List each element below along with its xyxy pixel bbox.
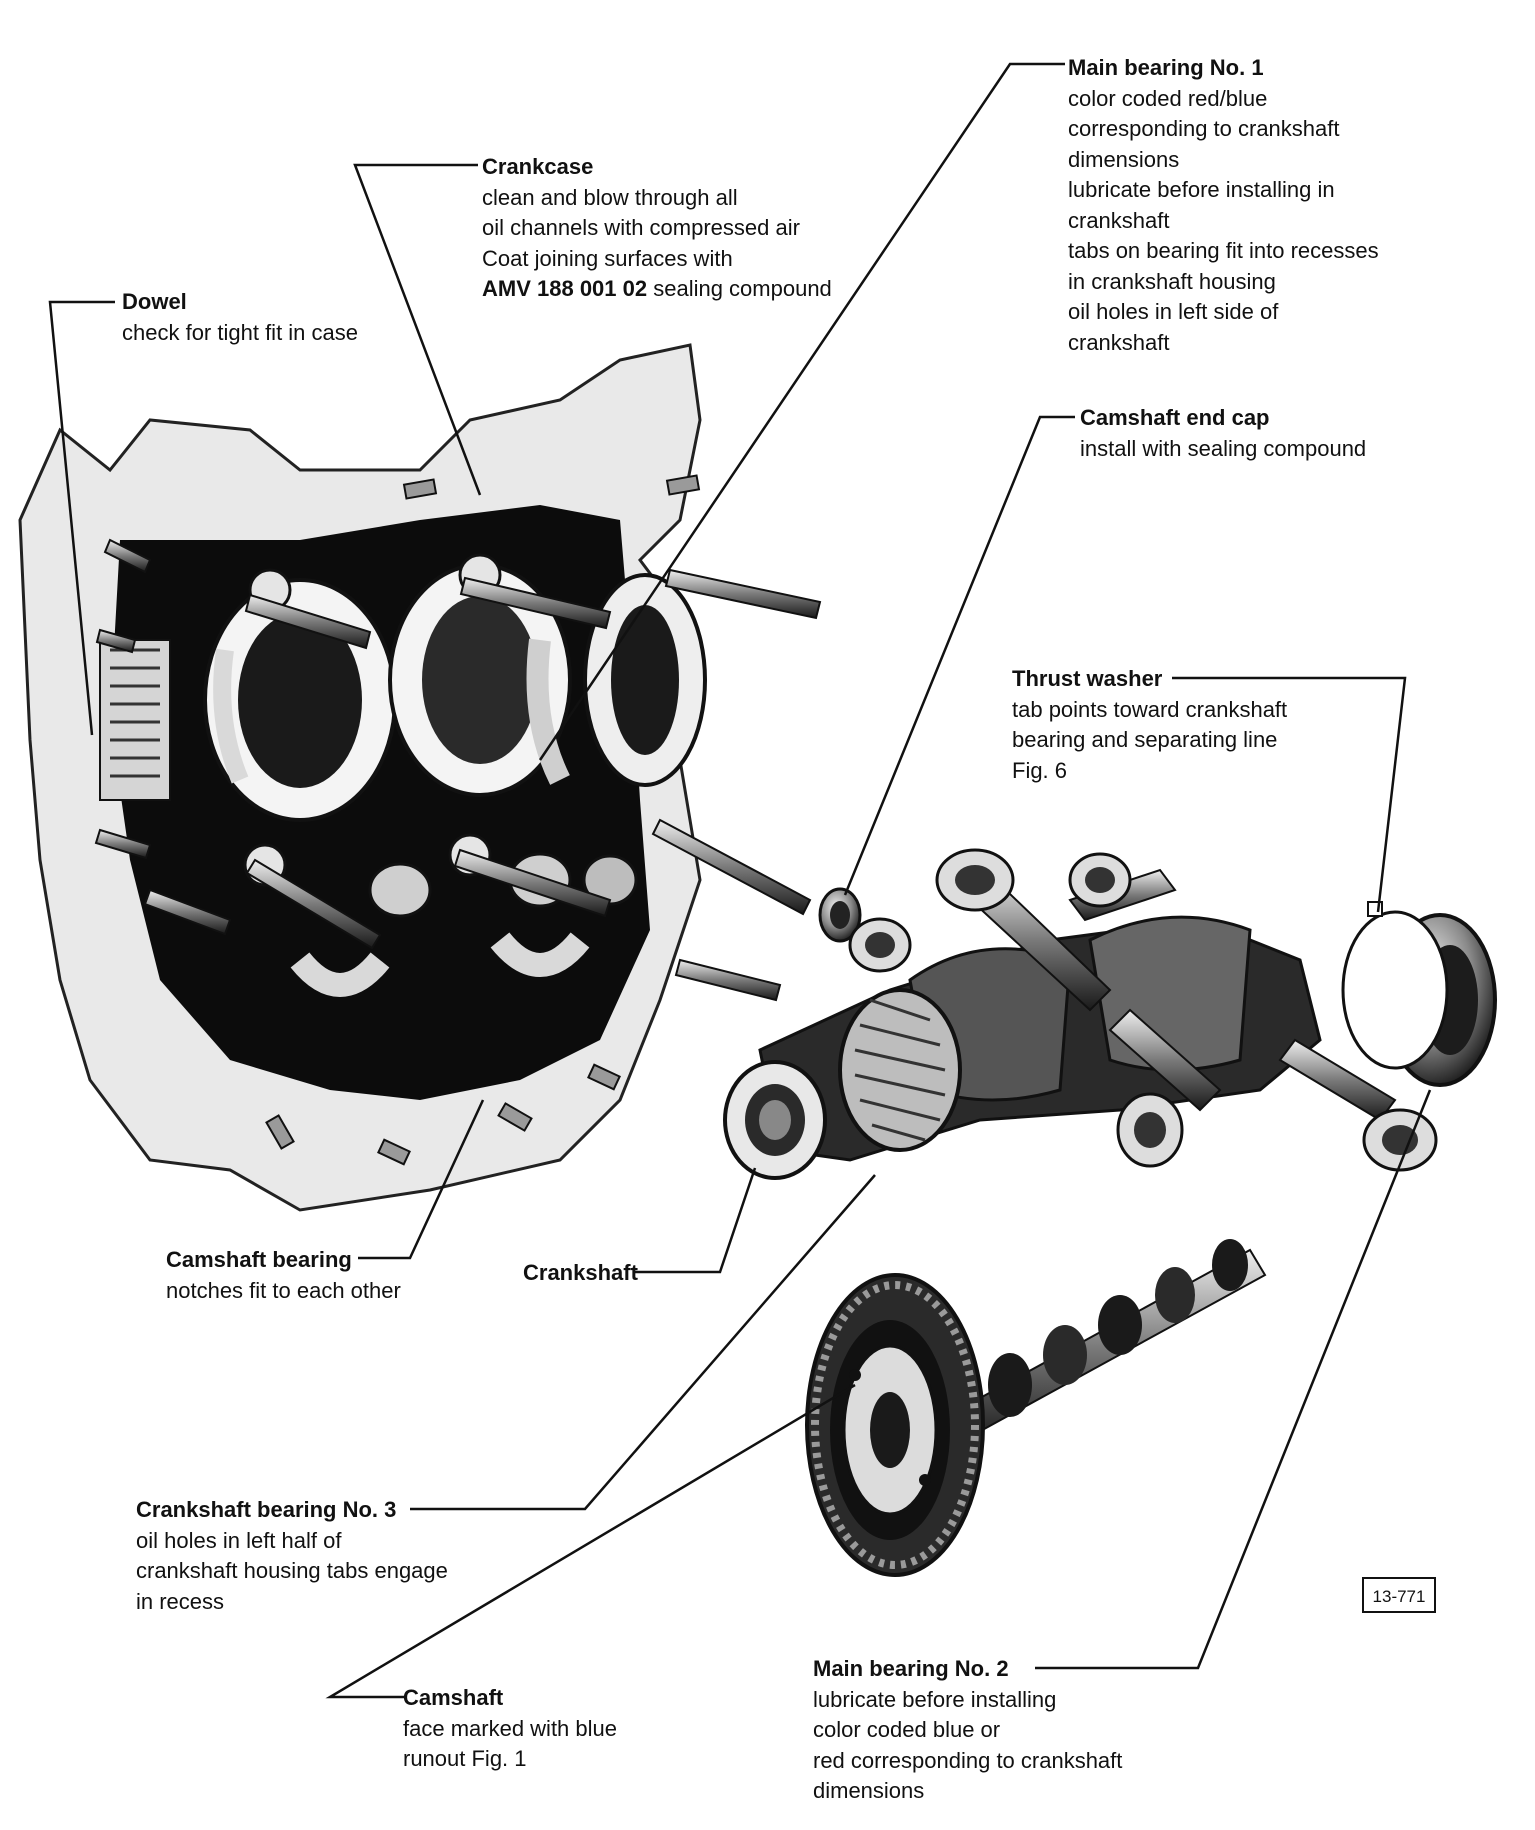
thrust-washer (1341, 901, 1449, 1070)
callout-line: clean and blow through all (482, 184, 738, 210)
callout-crankcase: Crankcase clean and blow through all oil… (482, 152, 832, 305)
callout-line: AMV 188 001 02 sealing compound (482, 274, 832, 305)
callout-title: Camshaft end cap (1080, 405, 1270, 430)
callout-line: dimensions (813, 1778, 925, 1803)
callout-line: runout Fig. 1 (403, 1746, 527, 1771)
callout-line: dimensions (1068, 146, 1180, 172)
callout-line: color coded red/blue (1068, 85, 1268, 111)
callout-line: oil channels with compressed air (482, 215, 800, 240)
part-number: AMV 188 001 02 (482, 276, 648, 301)
callout-title: Main bearing No. 2 (813, 1656, 1009, 1681)
callout-line: lubricate before installing in (1068, 177, 1335, 202)
callout-line: crankshaft housing tabs engage (136, 1558, 448, 1583)
callout-line: oil holes in left side of (1068, 299, 1279, 324)
callout-line: oil holes in left half of (136, 1527, 342, 1553)
callout-line: notches fit to each other (166, 1277, 401, 1303)
callout-title: Dowel (122, 289, 187, 314)
callout-line: check for tight fit in case (122, 319, 358, 345)
callout-title: Main bearing No. 1 (1068, 55, 1264, 80)
callout-line: tabs on bearing fit into recesses (1068, 238, 1379, 263)
callout-line: install with sealing compound (1080, 435, 1367, 461)
callout-thrust-washer: Thrust washer tab points toward cranksha… (1012, 664, 1287, 786)
callout-line-rest: sealing compound (647, 276, 832, 301)
callout-title: Camshaft (403, 1685, 504, 1710)
callout-title: Crankshaft bearing No. 3 (136, 1497, 397, 1522)
callout-line: lubricate before installing (813, 1686, 1057, 1712)
callout-title: Thrust washer (1012, 666, 1163, 691)
callout-crankshaft-bearing-3: Crankshaft bearing No. 3 oil holes in le… (136, 1495, 448, 1617)
callout-dowel: Dowel check for tight fit in case (122, 287, 358, 348)
callout-main-bearing-1: Main bearing No. 1 color coded red/blue … (1068, 53, 1379, 358)
callout-camshaft-end-cap: Camshaft end cap install with sealing co… (1080, 403, 1366, 464)
crankcase-studs (94, 538, 822, 1002)
callout-line: tab points toward crankshaft (1012, 696, 1288, 722)
callout-line: red corresponding to crankshaft (813, 1747, 1123, 1773)
callout-title: Crankcase (482, 154, 594, 179)
callout-line: bearing and separating line (1012, 727, 1278, 752)
camshaft (805, 1239, 1267, 1577)
callout-camshaft-bearing: Camshaft bearing notches fit to each oth… (166, 1245, 401, 1306)
callout-line: Coat joining surfaces with (482, 245, 733, 271)
callout-line: corresponding to crankshaft (1068, 116, 1340, 141)
callout-line: crankshaft (1068, 207, 1170, 233)
figure-reference-box: 13-771 (1362, 1577, 1436, 1613)
callout-title: Crankshaft (523, 1260, 638, 1285)
callout-line: color coded blue or (813, 1717, 1001, 1742)
callout-main-bearing-2: Main bearing No. 2 lubricate before inst… (813, 1654, 1122, 1807)
callout-line: Fig. 6 (1012, 757, 1068, 783)
callout-line: face marked with blue (403, 1715, 617, 1741)
callout-line: in crankshaft housing (1068, 268, 1276, 294)
callout-camshaft: Camshaft face marked with blue runout Fi… (403, 1683, 617, 1775)
leader-lines (48, 62, 1432, 1699)
crankshaft-assembly (723, 848, 1497, 1180)
callout-line: in recess (136, 1588, 225, 1614)
callout-line: crankshaft (1068, 329, 1170, 355)
loose-fasteners (265, 474, 701, 1166)
camshaft-end-cap (818, 887, 862, 943)
callout-title: Camshaft bearing (166, 1247, 352, 1272)
callout-crankshaft: Crankshaft (523, 1258, 638, 1289)
